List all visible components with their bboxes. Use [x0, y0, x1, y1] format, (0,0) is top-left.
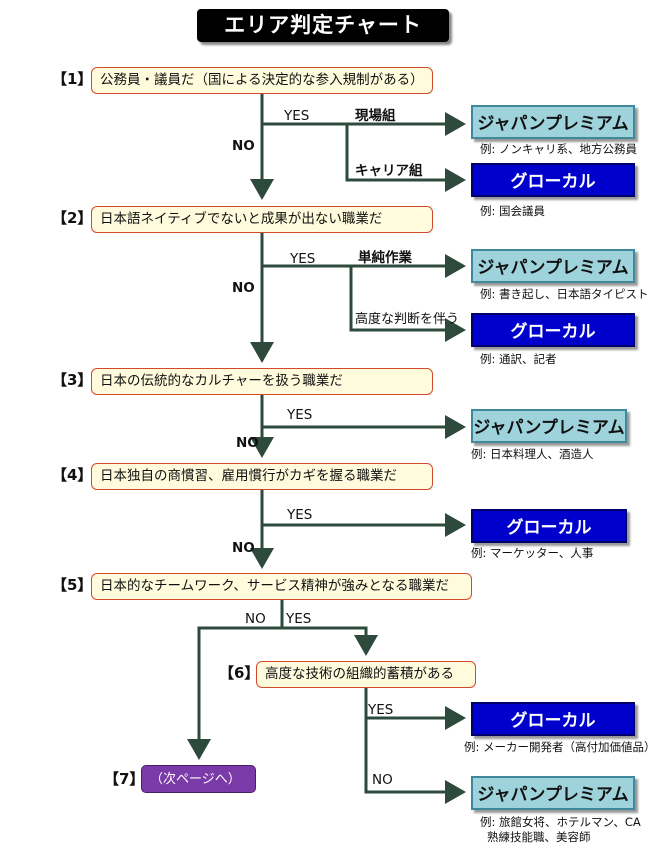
q4-box: 日本独自の商慣習、雇用慣行がカギを握る職業だ — [91, 463, 433, 490]
result-example-8-line2: 熟練技能職、美容師 — [487, 830, 591, 844]
result-example-1: 例: ノンキャリ系、地方公務員 — [480, 142, 638, 156]
chart-title: エリア判定チャート — [197, 9, 449, 42]
q4-number: 【4】 — [52, 466, 93, 484]
result-example-3: 例: 書き起し、日本語タイピスト — [480, 287, 649, 301]
q2-box: 日本語ネイティブでないと成果が出ない職業だ — [91, 206, 433, 233]
q3-box: 日本の伝統的なカルチャーを扱う職業だ — [91, 368, 433, 395]
q3-yes-label: YES — [287, 407, 313, 423]
q1-yes-label: YES — [284, 108, 310, 124]
next-page-box: （次ページへ） — [141, 765, 256, 793]
arrow-q1-yes-career — [345, 124, 466, 192]
result-glocal-2: グローカル — [471, 313, 635, 347]
arrow-q5-yes — [282, 626, 378, 656]
q5-number: 【5】 — [52, 576, 93, 594]
q6-number: 【6】 — [219, 664, 260, 682]
q7-number: 【7】 — [104, 770, 145, 788]
q2-kodo-label: 高度な判断を伴う — [355, 312, 460, 327]
q5-no-label: NO — [245, 611, 266, 627]
result-example-7: 例: メーカー開発者（高付加価値品） — [464, 740, 656, 754]
q6-no-label: NO — [372, 772, 393, 788]
q1-genba-label: 現場組 — [355, 108, 396, 124]
result-example-4: 例: 通訳、記者 — [480, 352, 557, 366]
result-example-2: 例: 国会議員 — [480, 204, 546, 218]
q5-box: 日本的なチームワーク、サービス精神が強みとなる職業だ — [91, 573, 472, 600]
q1-box: 公務員・議員だ（国による決定的な参入規制がある） — [91, 67, 433, 94]
q4-yes-label: YES — [287, 507, 313, 523]
result-japan-premium-4: ジャパンプレミアム — [471, 776, 635, 810]
q1-number: 【1】 — [52, 70, 93, 88]
q2-yes-label: YES — [290, 251, 316, 267]
q5-yes-label: YES — [286, 611, 312, 627]
arrow-q2-yes-kodo — [349, 266, 466, 342]
q2-no-label: NO — [232, 280, 255, 296]
q3-no-label: NO — [236, 435, 259, 451]
q1-career-label: キャリア組 — [355, 163, 423, 179]
q6-box: 高度な技術の組織的蓄積がある — [256, 661, 476, 688]
q6-yes-label: YES — [368, 702, 394, 718]
q3-number: 【3】 — [52, 371, 93, 389]
result-glocal-1: グローカル — [471, 163, 635, 197]
q2-number: 【2】 — [52, 209, 93, 227]
q2-tanjun-label: 単純作業 — [358, 250, 412, 266]
q4-no-label: NO — [232, 540, 255, 556]
result-example-8: 例: 旅館女将、ホテルマン、CA — [480, 815, 641, 829]
result-japan-premium-3: ジャパンプレミアム — [471, 409, 627, 443]
arrow-q6-no — [364, 718, 466, 804]
q1-no-label: NO — [232, 138, 255, 154]
result-glocal-3: グローカル — [471, 509, 627, 543]
result-example-6: 例: マーケッター、人事 — [471, 546, 594, 560]
result-japan-premium-1: ジャパンプレミアム — [471, 105, 635, 139]
result-glocal-4: グローカル — [471, 702, 635, 736]
result-japan-premium-2: ジャパンプレミアム — [471, 249, 635, 283]
arrow-q5-no — [187, 600, 284, 760]
result-example-5: 例: 日本料理人、酒造人 — [471, 447, 594, 461]
